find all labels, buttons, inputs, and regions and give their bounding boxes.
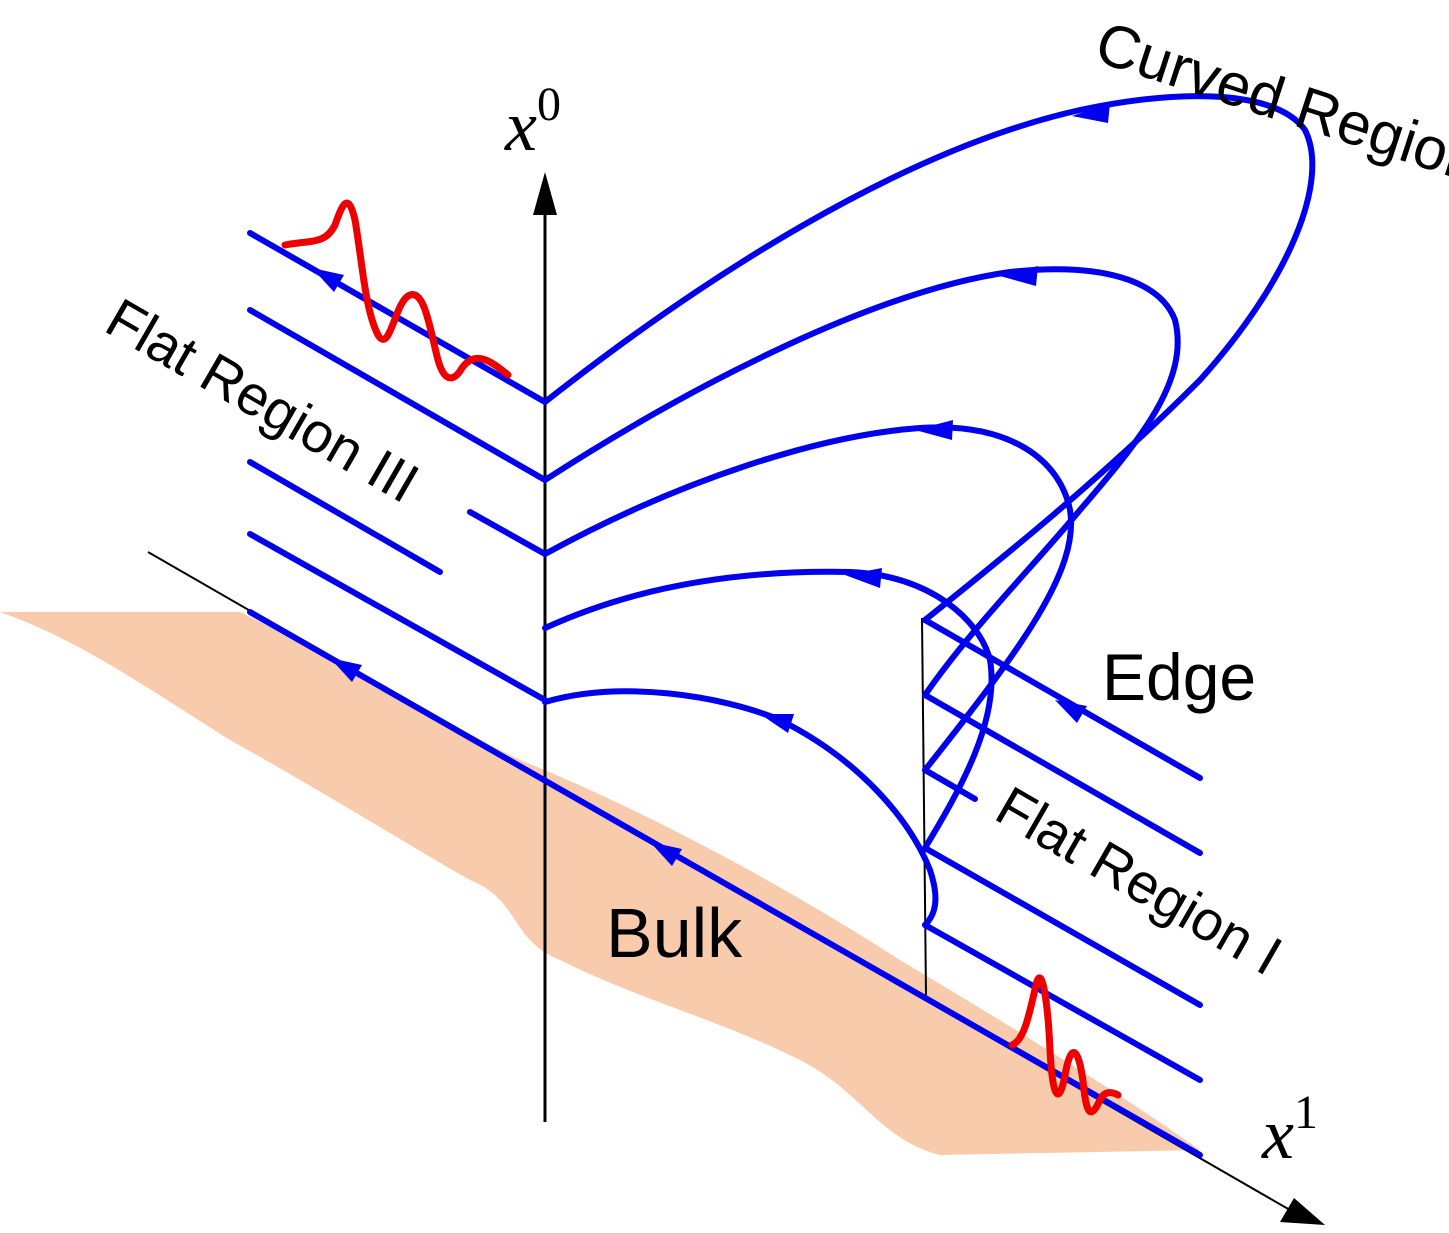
arrow-flat-iii-top [312,268,344,292]
curved-region-label: Curved Region II [1088,9,1449,212]
curve-3 [542,424,1075,773]
flat-iii-line-2 [247,307,548,483]
flat-i-line-2 [922,692,1203,856]
x1-axis-arrowhead [1280,1198,1325,1225]
bulk-label: Bulk [606,894,743,972]
curved-region-lines [542,93,1316,928]
bulk-region [0,612,1200,1155]
edge-label: Edge [1102,640,1256,714]
arrow-curve-3 [915,420,953,440]
edge-vertical-line [921,617,927,996]
x1-var: x [1261,1094,1294,1174]
curve-4 [542,568,995,851]
arrow-bulk-mid [650,842,682,866]
curve-1 [542,93,1316,623]
x0-label: x0 [504,78,561,166]
arrow-curve-5 [760,714,794,733]
flat-region-i-label: Flat Region I [986,774,1292,987]
flat-i-line-3a [922,767,978,802]
wave-packet-right [1008,974,1122,1116]
curve-5 [542,688,939,928]
flat-i-line-5 [922,922,1203,1083]
flat-iii-line-3b [467,509,548,557]
flat-iii-line-3a [247,459,443,575]
x1-sup: 1 [1294,1086,1318,1139]
arrow-curve-1 [1072,103,1110,123]
arrow-bulk-left [330,658,362,682]
bulk-line [247,609,1203,1158]
x0-sup: 0 [537,78,561,131]
arrow-curve-2 [1000,266,1038,286]
arrow-edge [1055,700,1087,723]
wave-packet-left [281,199,512,382]
flat-i-line-4 [922,845,1203,1008]
flat-iii-line-4 [247,531,548,703]
arrow-curve-4 [845,568,882,588]
curve-2 [542,266,1181,698]
direction-arrows [312,103,1110,866]
flat-region-i-lines [922,617,1203,1083]
flat-i-line-1 [922,617,1203,781]
x0-axis-arrowhead [533,172,557,215]
x1-label: x1 [1261,1086,1318,1174]
x0-var: x [504,86,537,166]
